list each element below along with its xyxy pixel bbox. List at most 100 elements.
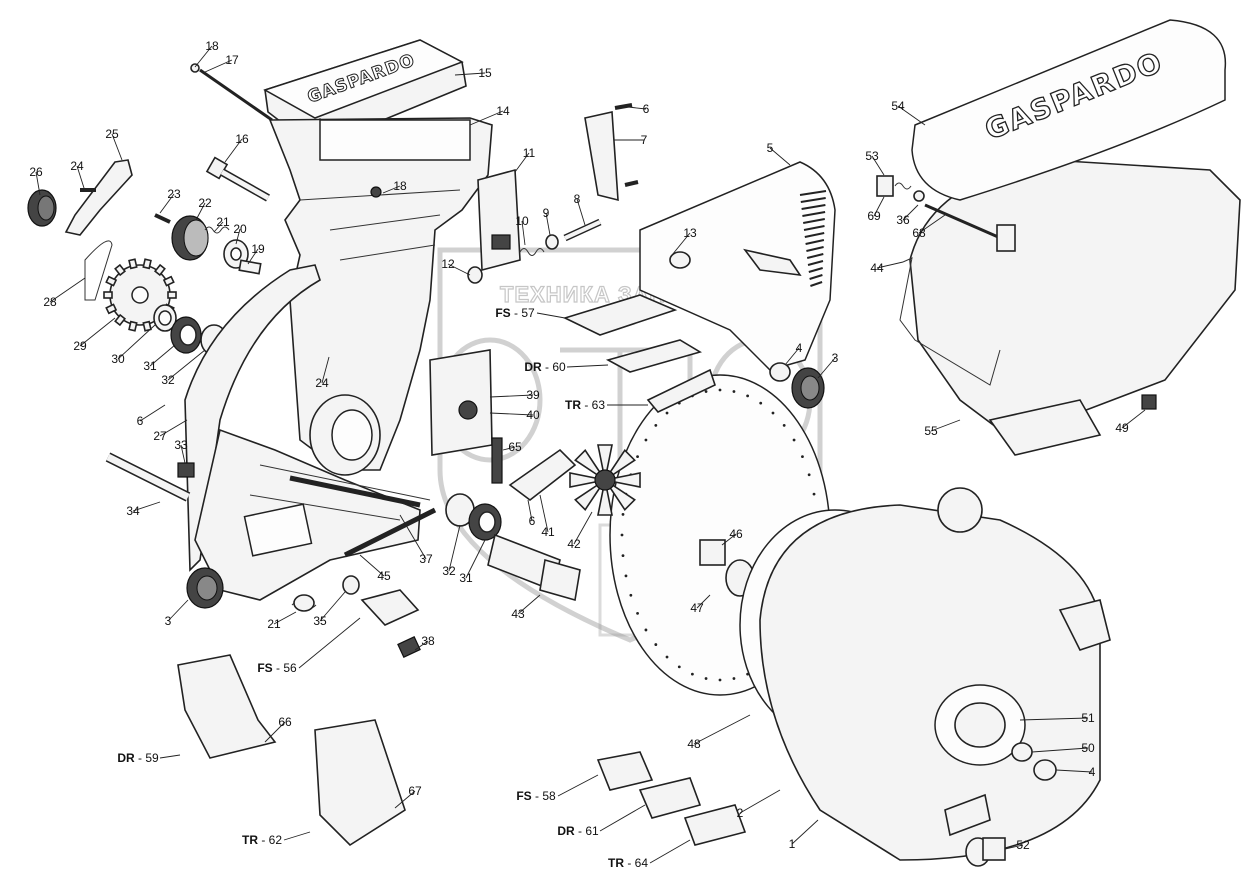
callout-26: 26	[29, 165, 43, 179]
callout-54: 54	[891, 99, 905, 113]
variant-number: 64	[635, 856, 649, 870]
sprocket-29	[103, 258, 177, 332]
hub-46	[699, 539, 755, 597]
screw-38	[397, 636, 421, 658]
variant-callout-56: FS - 56	[257, 661, 297, 675]
callout-27: 27	[153, 429, 167, 443]
variant-prefix: DR	[117, 751, 135, 765]
washer-30	[153, 304, 177, 332]
callout-32: 32	[442, 564, 456, 578]
bolt-49	[1141, 394, 1157, 410]
variant-callout-61: DR - 61	[557, 824, 599, 838]
callout-38: 38	[421, 634, 435, 648]
side-plate-5	[639, 161, 836, 371]
agitator-42	[569, 444, 641, 516]
callout-41: 41	[541, 525, 555, 539]
hopper-lid-54: GASPARDO	[911, 19, 1227, 201]
variant-number: 60	[552, 360, 566, 374]
callout-17: 17	[225, 53, 239, 67]
callout-40: 40	[526, 408, 540, 422]
callout-53: 53	[865, 149, 879, 163]
callout-45: 45	[377, 569, 391, 583]
screw-23	[154, 213, 171, 224]
lever-25	[64, 159, 133, 236]
strip-37	[289, 475, 421, 508]
callout-49: 49	[1115, 421, 1129, 435]
variant-prefix: TR	[242, 833, 258, 847]
clip-28	[84, 240, 113, 301]
callout-33: 33	[174, 438, 188, 452]
plate-7	[584, 111, 619, 202]
insert-DR-61	[638, 777, 702, 819]
gear-3-bottom	[186, 567, 224, 609]
variant-separator: -	[575, 824, 586, 838]
callout-10: 10	[515, 214, 529, 228]
nut-33	[177, 462, 195, 478]
latch-53	[876, 175, 925, 202]
variant-prefix: TR	[608, 856, 624, 870]
callout-35: 35	[313, 614, 327, 628]
callout-9: 9	[543, 206, 550, 220]
callout-44: 44	[870, 261, 884, 275]
shaft-19	[238, 259, 262, 275]
callout-47: 47	[690, 601, 704, 615]
variant-prefix: DR	[524, 360, 542, 374]
callout-39: 39	[526, 388, 540, 402]
callout-3: 3	[165, 614, 172, 628]
variant-number: 58	[542, 789, 556, 803]
callout-37: 37	[419, 552, 433, 566]
seal-32b-31b	[445, 493, 502, 541]
callout-2: 2	[737, 806, 744, 820]
variant-number: 62	[269, 833, 283, 847]
spring-21	[204, 226, 230, 234]
callout-6: 6	[643, 102, 650, 116]
callout-23: 23	[167, 187, 181, 201]
callout-46: 46	[729, 527, 743, 541]
callout-20: 20	[233, 222, 247, 236]
bracket-41	[508, 448, 577, 502]
main-housing-14	[268, 117, 493, 471]
callout-48: 48	[687, 737, 701, 751]
callout-69: 69	[867, 209, 881, 223]
selector-DR-60	[605, 339, 702, 373]
callout-32: 32	[161, 373, 175, 387]
callout-18: 18	[205, 39, 219, 53]
callout-31: 31	[143, 359, 157, 373]
frame-arm	[184, 264, 431, 601]
nut-4-upper	[769, 362, 791, 382]
variant-prefix: DR	[557, 824, 575, 838]
fitting-52	[965, 837, 1006, 867]
gear-3-upper	[791, 367, 825, 409]
spring-10	[519, 248, 545, 256]
plate-39-40	[429, 349, 493, 456]
callout-13: 13	[683, 226, 697, 240]
callout-42: 42	[567, 537, 581, 551]
strip-45	[343, 507, 437, 558]
main-cover-1	[759, 487, 1111, 861]
callout-21: 21	[216, 215, 230, 229]
variant-number: 61	[585, 824, 599, 838]
callout-28: 28	[43, 295, 57, 309]
hopper-55	[909, 159, 1241, 456]
callout-18: 18	[393, 179, 407, 193]
callout-7: 7	[641, 133, 648, 147]
variant-separator: -	[273, 661, 284, 675]
callout-34: 34	[126, 504, 140, 518]
callout-66: 66	[278, 715, 292, 729]
callout-4: 4	[1089, 765, 1096, 779]
knob-26	[27, 189, 57, 227]
ring-50	[1011, 742, 1033, 762]
callout-12: 12	[441, 257, 455, 271]
variant-separator: -	[258, 833, 269, 847]
variant-callout-60: DR - 60	[524, 360, 566, 374]
spring-21b	[291, 594, 317, 612]
variant-number: 63	[592, 398, 606, 412]
shaft-43	[487, 533, 581, 602]
clamp-FS-56	[360, 589, 420, 626]
variant-separator: -	[624, 856, 635, 870]
selector-FS-57	[562, 294, 678, 336]
bearing-housing	[309, 394, 381, 476]
callout-24: 24	[315, 376, 329, 390]
